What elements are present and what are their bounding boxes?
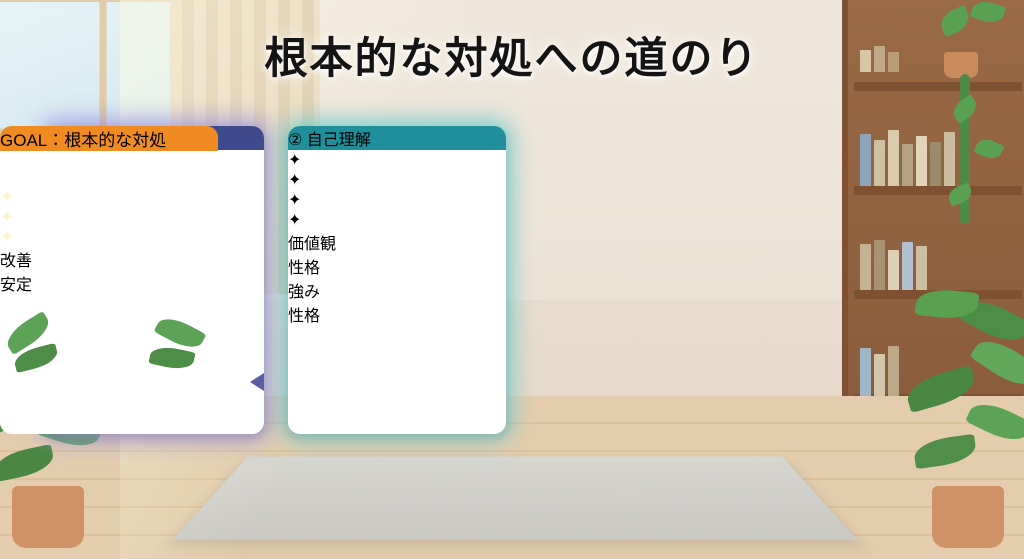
value-label-kachikan: 価値観 <box>288 236 337 253</box>
value-label-seikaku-top: 性格 <box>288 260 321 277</box>
step-2-illustration: ✦ ✦ ✦ ✦ 価値観 性格 強み 性格 <box>288 150 506 434</box>
rug <box>173 456 857 540</box>
value-label-seikaku-side: 性格 <box>288 308 321 325</box>
step-2-header: ② 自己理解 <box>288 126 506 150</box>
goal-illustration: ✦ ✦ ✦ 改善 安定 <box>0 151 218 434</box>
value-label-tsuyomi: 強み <box>288 284 321 301</box>
vine-plant-icon <box>960 74 970 224</box>
goal-panel[interactable]: GOAL：根本的な対処 ✦ ✦ ✦ 改善 安定 <box>0 126 218 434</box>
mirror-icon <box>288 326 506 434</box>
goal-label-antei: 安定 <box>0 277 33 294</box>
step-panel-2[interactable]: ② 自己理解 ✦ ✦ ✦ ✦ 価値観 性格 強み 性格 <box>288 126 506 434</box>
page-title: 根本的な対処への道のり <box>264 35 760 83</box>
plant-pot <box>944 52 978 78</box>
plant-right-icon <box>858 286 1024 559</box>
goal-header: GOAL：根本的な対処 <box>0 126 218 151</box>
heart-icon <box>0 144 48 194</box>
plant-left-icon <box>0 300 158 559</box>
arrow-left-icon <box>46 373 264 391</box>
goal-label-kaizen: 改善 <box>0 253 33 270</box>
